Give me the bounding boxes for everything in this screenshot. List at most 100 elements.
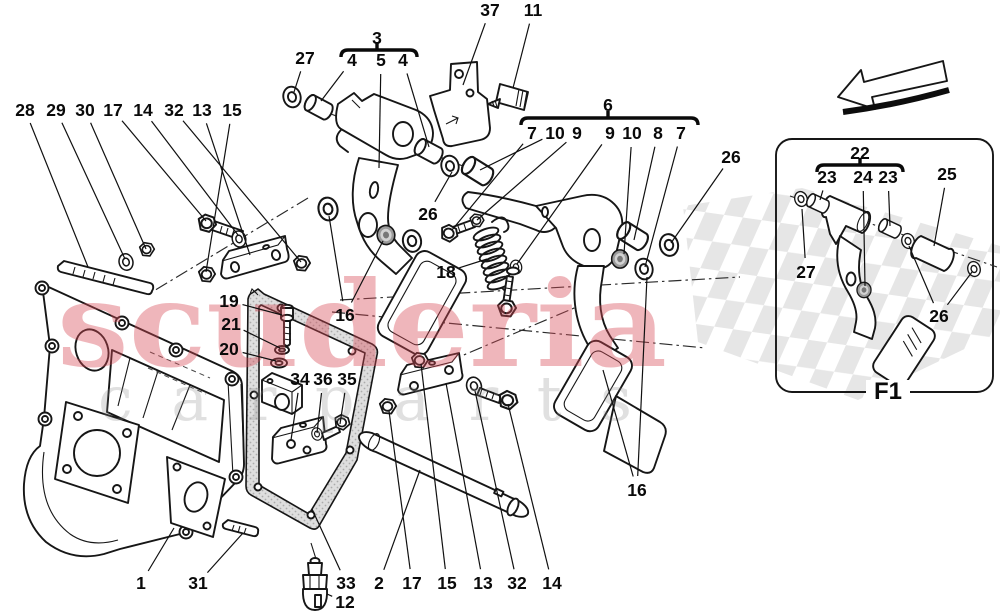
callout-label-10: 10: [545, 123, 565, 143]
callout-label-37: 37: [480, 0, 499, 20]
leader-line: [623, 146, 632, 255]
callout-label-26: 26: [929, 306, 949, 326]
brake-upper-lever: [461, 191, 624, 270]
callout-label-20: 20: [219, 339, 239, 359]
watermark-brand: scuderia: [57, 255, 667, 394]
callout-label-17: 17: [402, 573, 421, 593]
f1-label-text: F1: [874, 378, 902, 405]
callout-label-25: 25: [937, 164, 957, 184]
callout-label-34: 34: [290, 369, 310, 389]
callout-label-12: 12: [335, 592, 355, 612]
brake-pedal: [553, 265, 667, 474]
leader-line: [378, 73, 382, 169]
leader-line: [350, 240, 384, 303]
leader-line: [801, 208, 806, 259]
callout-label-9: 9: [572, 123, 582, 143]
leader-line: [888, 190, 891, 227]
leader-line: [182, 120, 302, 263]
callout-label-9: 9: [605, 123, 615, 143]
leader-line: [383, 469, 421, 571]
group-bracket: [519, 111, 700, 126]
leader-line: [819, 190, 824, 201]
leader-line: [311, 508, 341, 571]
callout-label-16: 16: [335, 305, 355, 325]
f1-pedal-assembly: [792, 189, 983, 387]
leader-line: [290, 392, 299, 441]
leader-line: [206, 532, 244, 574]
stop-switch: [487, 83, 529, 111]
leader-line: [293, 71, 302, 93]
leader-line: [406, 73, 430, 148]
leader-line: [633, 146, 656, 241]
callout-label-17: 17: [103, 100, 122, 120]
callout-label-7: 7: [676, 123, 686, 143]
hardware: [56, 83, 682, 538]
callout-label-8: 8: [653, 123, 663, 143]
leader-line: [29, 122, 89, 268]
callout-label-1: 1: [136, 573, 146, 593]
pivot-shaft: [358, 431, 530, 518]
leader-line: [147, 527, 175, 572]
callout-label-30: 30: [75, 100, 95, 120]
callout-label-5: 5: [376, 50, 386, 70]
leader-line: [243, 329, 281, 349]
leader-line: [908, 245, 935, 304]
callout-label-7: 7: [527, 123, 537, 143]
callout-label-14: 14: [542, 573, 562, 593]
pedal-board-plate: [22, 280, 245, 558]
callout-label-27: 27: [796, 262, 815, 282]
callout-label-11: 11: [524, 0, 543, 20]
leader-line: [205, 123, 251, 256]
leader-line: [242, 351, 277, 362]
callout-label-13: 13: [192, 100, 212, 120]
leader-line: [507, 403, 550, 570]
leader-line: [637, 276, 648, 477]
callout-label-15: 15: [437, 573, 457, 593]
callout-label-32: 32: [507, 573, 527, 593]
leader-line: [388, 410, 411, 570]
pedal-sensor: [302, 542, 328, 611]
leader-line: [326, 593, 333, 597]
callout-label-3: 3: [372, 28, 382, 48]
leader-line: [670, 168, 724, 244]
leader-line: [862, 190, 866, 287]
leader-line: [602, 369, 634, 477]
callout-label-6: 6: [603, 95, 613, 115]
leader-line: [121, 120, 207, 222]
leader-line: [339, 392, 346, 425]
f1-inset-label: F1: [866, 378, 910, 405]
leader-line: [474, 390, 515, 570]
leader-line: [459, 258, 488, 269]
leader-line: [476, 141, 567, 221]
callout-label-29: 29: [46, 100, 66, 120]
callout-label-28: 28: [15, 100, 35, 120]
leader-line: [328, 215, 344, 302]
callout-label-23: 23: [878, 167, 898, 187]
callout-label-31: 31: [188, 573, 208, 593]
callout-label-4: 4: [347, 50, 357, 70]
callout-label-26: 26: [721, 147, 741, 167]
leader-line: [516, 144, 603, 265]
callout-label-16: 16: [627, 480, 647, 500]
group-bracket: [815, 158, 905, 173]
leader-line: [242, 304, 283, 316]
watermark-sub: carparts: [98, 362, 658, 435]
leader-line: [151, 120, 239, 236]
callout-label-18: 18: [436, 262, 456, 282]
frame-boss-block: [261, 372, 303, 415]
leader-line: [512, 23, 531, 89]
leader-line: [205, 123, 231, 273]
callout-label-15: 15: [222, 100, 242, 120]
callout-label-21: 21: [221, 314, 241, 334]
leader-line: [434, 171, 453, 203]
callout-label-13: 13: [473, 573, 493, 593]
callout-label-27: 27: [295, 48, 314, 68]
callout-label-10: 10: [622, 123, 642, 143]
leader-line: [420, 363, 446, 570]
callout-label-32: 32: [164, 100, 184, 120]
callout-label-14: 14: [133, 100, 153, 120]
leader-line: [462, 22, 486, 86]
